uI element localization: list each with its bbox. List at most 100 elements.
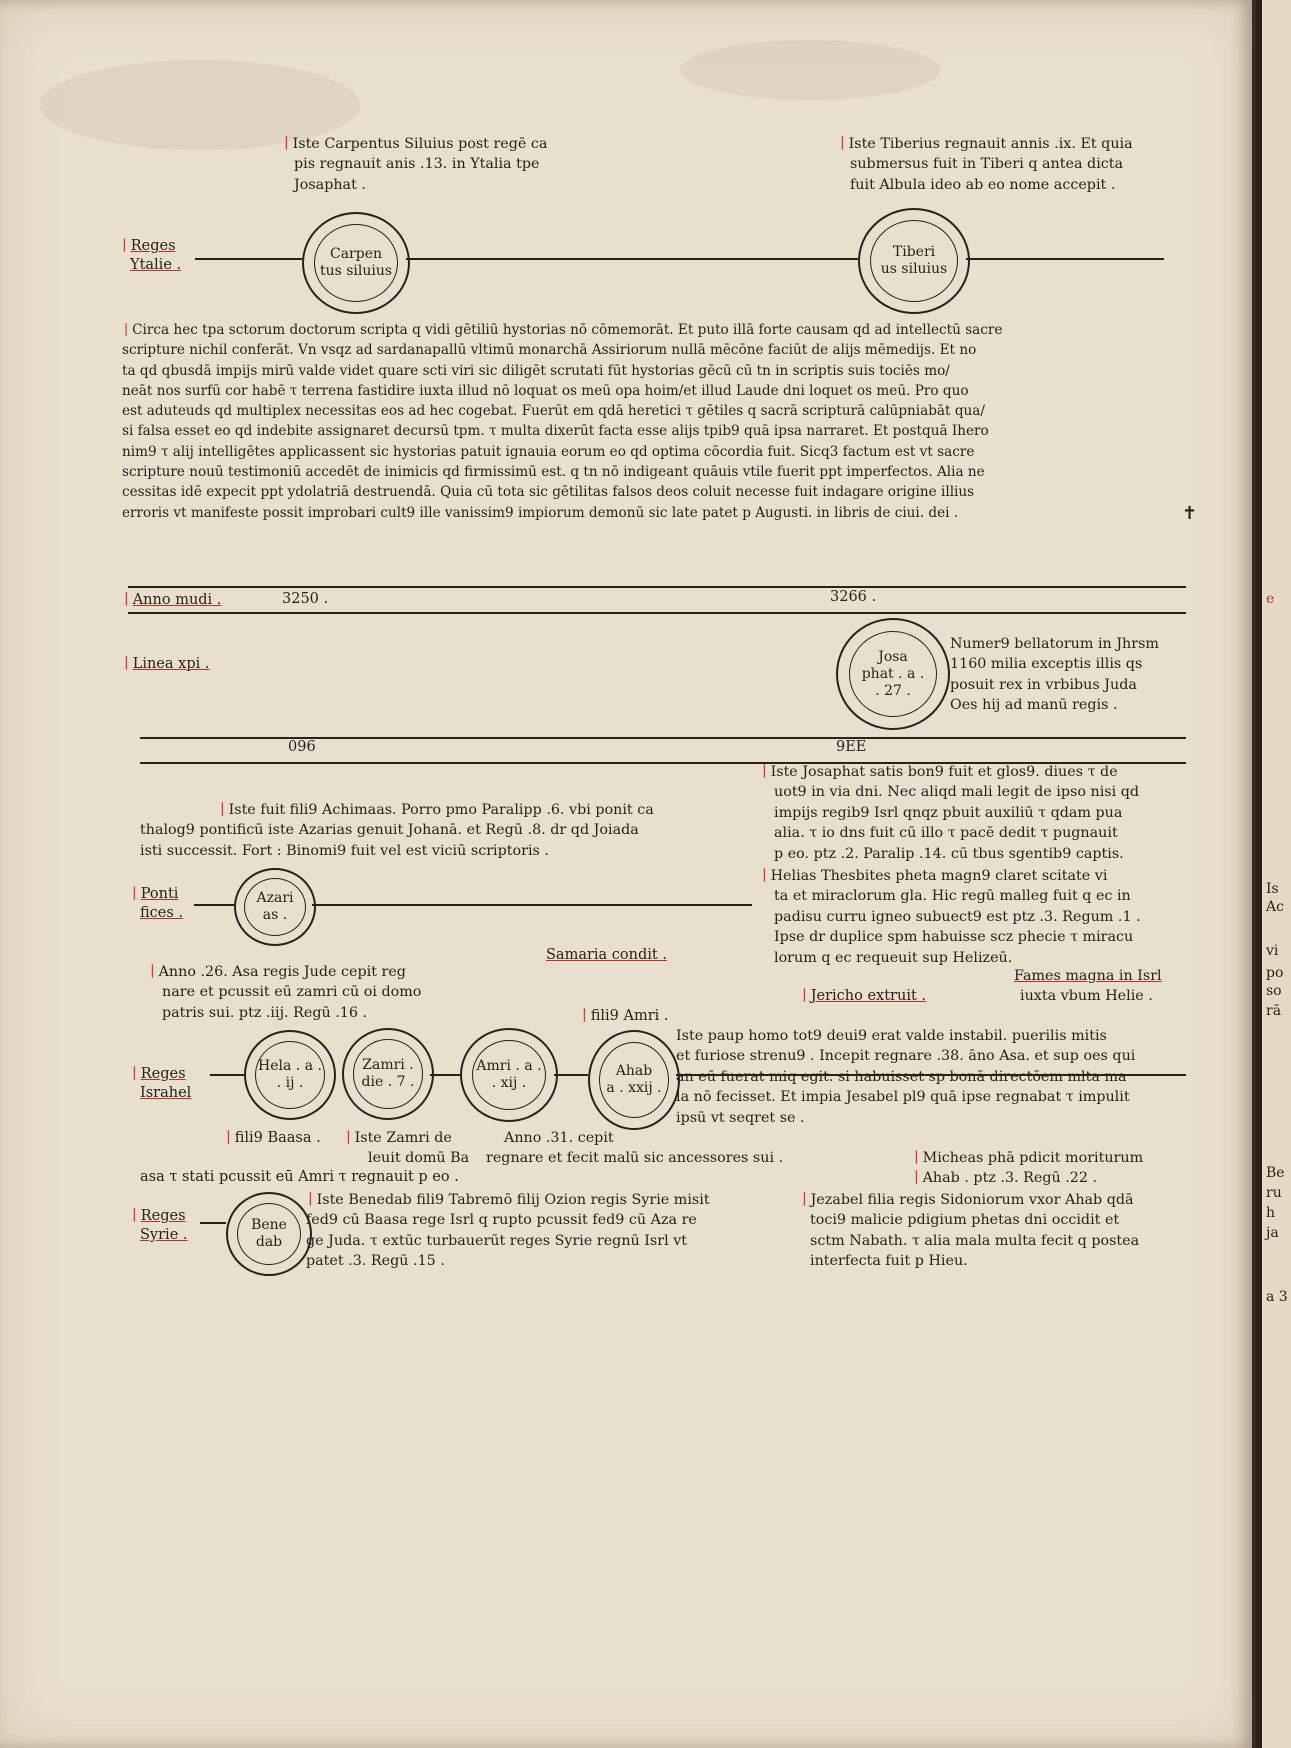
ruler-circle-carpentus: Carpen tus siluius [302,212,410,314]
next-page-fragment: h [1266,1205,1276,1221]
text-line: iuxta vbum Helie . [1020,988,1153,1005]
lineage-line [210,1074,244,1076]
lineage-line [406,258,858,260]
next-page-fragment: e [1266,591,1275,607]
text-line: ta qd qbusdā impijs mirū valde videt qua… [122,362,950,379]
next-page-fragment: ru [1266,1185,1282,1201]
anno-mundi-value-right: 3266 . [830,589,877,605]
circle-label: Azari [256,890,294,906]
text-line: Iste paup homo tot9 deui9 erat valde ins… [676,1028,1107,1044]
text-line: Iste Josaphat satis bon9 fuit et glos9. … [770,764,1118,780]
anno-mundi-value-left: 3250 . [282,591,329,607]
circle-label: Zamri . [362,1057,414,1073]
text-line: Iste Zamri de [354,1130,452,1146]
next-page-fragment: Ac [1266,899,1284,915]
circle-label: phat . a . [861,665,925,682]
text-line: Anno .26. Asa regis Jude cepit reg [158,964,406,980]
year-left: 096 [288,739,316,755]
ruler-circle-amri: Amri . a . . xij . [460,1028,558,1122]
text-line: Circa hec tpa sctorum doctorum scripta q… [132,322,1003,338]
text-line: Iste Carpentus Siluius post regē ca [292,136,548,152]
circle-label: . xij . [491,1075,527,1091]
circle-label: Bene [251,1217,287,1233]
text-line: interfecta fuit p Hieu. [810,1253,968,1270]
next-page-fragment: ja [1266,1225,1279,1241]
page-stain [40,60,360,150]
text-line: Ipse dr duplice spm habuisse scz phecie … [774,929,1134,946]
text-line: toci9 malicie pdigium phetas dni occidit… [810,1212,1120,1229]
text-line: Jezabel filia regis Sidoniorum vxor Ahab… [810,1192,1134,1208]
next-page-fragment: vi [1266,943,1279,959]
ruler-circle-tiberius: Tiberi us siluius [858,208,970,314]
text-line: submersus fuit in Tiberi q antea dicta [850,156,1124,173]
band-line-bottom [140,762,1186,764]
text-line: p eo. ptz .2. Paralip .14. cū tbus sgent… [774,845,1124,862]
text-line: fuit Albula ideo ab eo nome accepit . [850,176,1116,193]
text-line: an eū fuerat miq egit. si habuisset sp b… [676,1068,1127,1085]
circle-label: . 27 . [875,682,911,699]
ahab-note: Iste paup homo tot9 deui9 erat valde ins… [676,1026,1135,1128]
page-stain [680,40,940,100]
text-line: ipsū vt seqret se . [676,1109,805,1126]
cross-mark: ✝ [1182,503,1198,524]
circle-label: . ij . [276,1075,304,1091]
text-line: Iste Benedab fili9 Tabremō filij Ozion r… [316,1192,710,1208]
text-line: Ahab . ptz .3. Regū .22 . [922,1170,1098,1187]
circle-label: Amri . a . [476,1058,542,1074]
text-line: scripture nichil conferāt. Vn vsqz ad sa… [122,342,977,359]
circle-label: Carpen [329,246,382,262]
anno31-note: Anno .31. cepit regnare et fecit malū si… [486,1128,783,1169]
text-line: regnare et fecit malū sic ancessores sui… [486,1150,784,1167]
next-page-fragment: po [1266,965,1284,981]
text-line: ta et miraclorum gla. Hic regū malleg fu… [774,888,1131,905]
fames-note: Fames magna in Isrl iuxta vbum Helie . [1014,966,1162,1007]
text-line: lorum q ec requeuit sup Helizeū. [774,949,1013,966]
text-line: thalog9 pontificū iste Azarias genuit Jo… [140,822,639,839]
text-line: Anno .31. cepit [504,1130,614,1146]
circle-label: Tiberi [892,244,936,260]
josaphat-note: Numer9 bellatorum in Jhrsm 1160 milia ex… [950,634,1159,716]
samaria-note: Samaria condit . [546,947,667,963]
ruler-circle-hela: Hela . a . . ij . [244,1030,336,1120]
text-line: posuit rex in vrbibus Juda [950,676,1137,693]
text-line: patris sui. ptz .iij. Regū .16 . [162,1004,368,1021]
text-line: erroris vt manifeste possit improbari cu… [122,504,959,521]
lineage-line [312,904,752,906]
circle-label: Josa [878,648,908,665]
next-page-fragment: Be [1266,1165,1285,1181]
circle-label: a . xxij . [606,1080,662,1096]
text-line: la nō fecisset. Et impia Jesabel pl9 quā… [676,1089,1130,1106]
text-line: si falsa esset eo qd indebite assignaret… [122,423,989,440]
text-line: impijs regib9 Isrl qnqz pbuit auxiliū τ … [774,804,1123,821]
circle-label: as . [262,907,288,923]
ruler-circle-ahab: Ahab a . xxij . [588,1030,680,1130]
band-line-top [128,586,1186,588]
lineage-line [966,258,1164,260]
text-line: leuit domū Ba [368,1150,470,1167]
text-line: nare et pcussit eū zamri cū oi domo [162,984,422,1001]
ruler-circle-azarias: Azari as . [234,868,316,946]
circle-label: Hela . a . [258,1058,322,1074]
lineage-line [195,258,302,260]
circle-label: Ahab [615,1063,653,1079]
lineage-line [554,1074,588,1076]
circle-label: us siluius [880,261,948,277]
ruler-circle-josaphat: Josa phat . a . . 27 . [836,618,950,730]
text-line: est aduteuds qd multiplex necessitas eos… [122,403,985,420]
next-page-edge: e Is Ac vi po so rā Be ru h ja a 3 [1256,0,1291,1748]
text-line: Helias Thesbites pheta magn9 claret scit… [770,868,1108,884]
